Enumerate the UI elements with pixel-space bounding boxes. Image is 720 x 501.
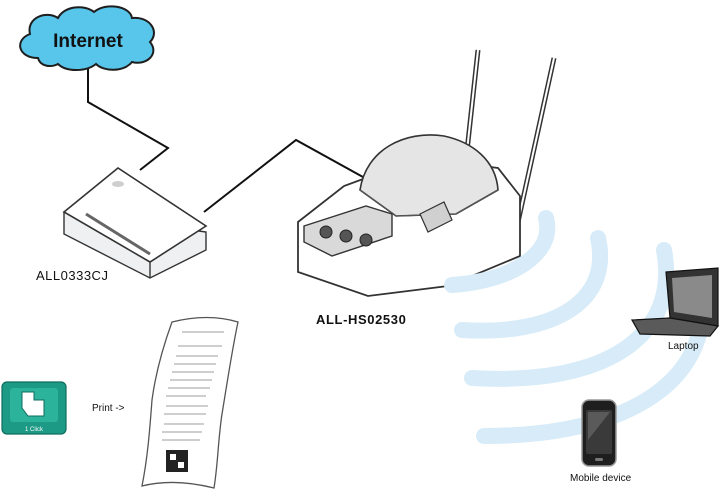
laptop xyxy=(630,267,720,337)
router-front-stripe xyxy=(85,212,151,256)
antenna-left-inner xyxy=(465,49,479,161)
internet-router-cable xyxy=(87,60,170,171)
printer-button-1 xyxy=(319,225,333,239)
laptop-label: Laptop xyxy=(668,341,699,352)
printer-button-2 xyxy=(339,229,353,243)
printer xyxy=(297,49,557,297)
receipt-qr-code xyxy=(166,450,188,472)
printer-cover xyxy=(359,134,499,217)
router-label: ALL0333CJ xyxy=(36,268,109,283)
receipt xyxy=(141,316,239,489)
printer-label: ALL-HS02530 xyxy=(316,312,407,327)
receipt-qr-inner-2 xyxy=(178,462,184,468)
router-top-face xyxy=(62,167,208,263)
one-click-tile: 1 Click xyxy=(1,381,67,435)
hand-pointer-icon xyxy=(21,391,45,417)
receipt-lines xyxy=(162,331,224,441)
phone-home-button xyxy=(595,458,603,461)
wifi-wave-2 xyxy=(454,230,608,339)
printer-side-latch xyxy=(419,201,453,233)
mobile-label: Mobile device xyxy=(570,473,632,484)
wifi-wave-1 xyxy=(444,210,556,293)
phone-screen-shine xyxy=(588,412,610,440)
cloud-label: Internet xyxy=(53,31,123,52)
cloud-shape xyxy=(19,5,155,71)
laptop-base xyxy=(630,317,720,337)
internet-cloud: Internet xyxy=(19,5,155,71)
router-logo xyxy=(112,181,124,187)
router xyxy=(62,167,208,279)
receipt-paper xyxy=(141,316,239,489)
mobile-device xyxy=(581,399,617,467)
wifi-wave-3 xyxy=(464,242,675,387)
antenna-right-inner xyxy=(517,57,555,223)
laptop-display xyxy=(672,275,712,318)
router-printer-cable xyxy=(203,138,373,213)
receipt-qr-inner xyxy=(170,454,176,460)
printer-button-3 xyxy=(359,233,373,247)
tile-label: 1 Click xyxy=(25,427,44,433)
print-arrow-label: Print -> xyxy=(92,403,125,414)
